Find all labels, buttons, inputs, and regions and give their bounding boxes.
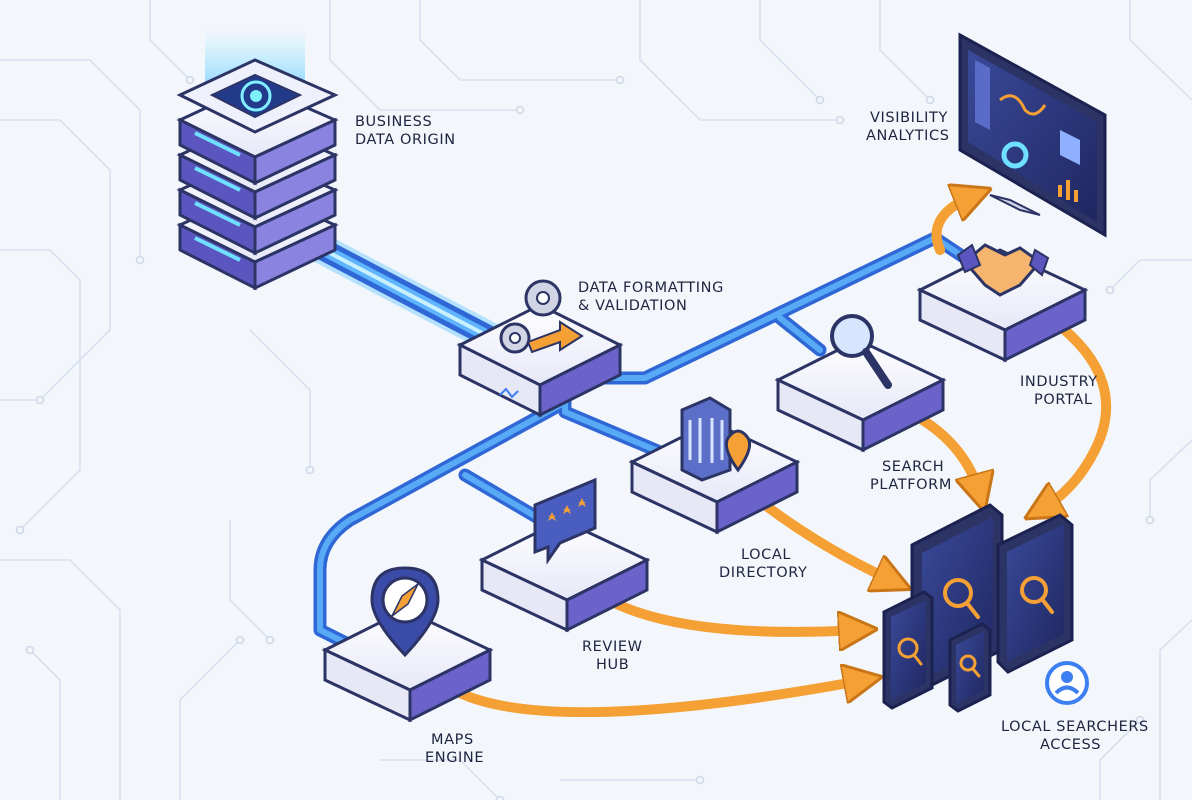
phone-icon (882, 590, 934, 710)
search-label-1: SEARCH (882, 459, 944, 475)
dashboard-icon (975, 60, 1080, 202)
industry-label-2: PORTAL (1034, 392, 1093, 408)
analytics-dashboard (958, 32, 1107, 238)
server-stack (176, 30, 339, 291)
gear-icon (499, 279, 562, 354)
tablet-icon (996, 513, 1074, 674)
maps-engine-node (321, 566, 494, 723)
analytics-label-2: ANALYTICS (866, 128, 950, 144)
phone-icon (948, 622, 992, 713)
maps-label-1: MAPS (431, 732, 474, 748)
review-stars-icon (533, 477, 597, 565)
output-arrows (445, 195, 1112, 718)
local-directory-node (628, 396, 801, 535)
origin-label-1: BUSINESS (355, 114, 432, 130)
devices-cluster (882, 503, 1074, 713)
industry-portal-node (916, 243, 1089, 363)
formatting-label-2: & VALIDATION (578, 298, 687, 314)
arrow-right-icon (526, 320, 584, 354)
gear-icon (240, 80, 272, 112)
review-label-1: REVIEW (582, 639, 643, 655)
origin-label-2: DATA ORIGIN (355, 132, 456, 148)
formatting-label-1: DATA FORMATTING (578, 280, 724, 296)
map-pin-icon (724, 429, 752, 473)
review-label-2: HUB (596, 657, 629, 673)
searchers-label-2: ACCESS (1040, 737, 1101, 753)
analytics-label-1: VISIBILITY (870, 110, 948, 126)
compass-icon (370, 566, 440, 658)
maps-label-2: ENGINE (425, 750, 484, 766)
magnifier-icon (830, 314, 892, 389)
building-icon (680, 396, 732, 482)
formatting-node (456, 279, 624, 418)
node-labels: BUSINESS DATA ORIGIN DATA FORMATTING & V… (355, 110, 1149, 766)
directory-label-1: LOCAL (741, 547, 791, 563)
directory-label-2: DIRECTORY (719, 565, 807, 581)
handshake-icon (956, 243, 1050, 297)
review-hub-node (478, 477, 651, 633)
search-platform-node (774, 314, 947, 453)
circuit-nodes (15, 75, 1155, 800)
search-label-2: PLATFORM (870, 477, 952, 493)
user-pin-icon (1045, 661, 1089, 705)
industry-label-1: INDUSTRY (1020, 374, 1098, 390)
searchers-label-1: LOCAL SEARCHERS (1001, 719, 1149, 735)
